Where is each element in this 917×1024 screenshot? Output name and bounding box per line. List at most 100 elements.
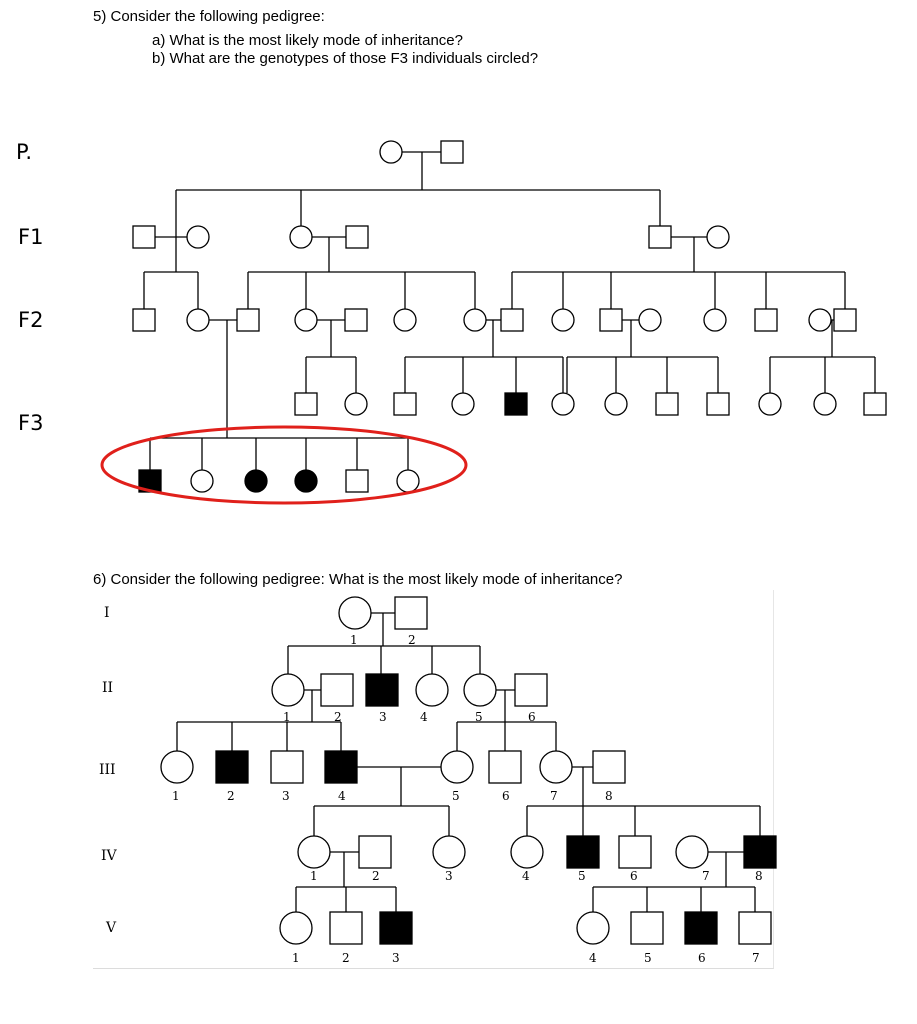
- male-unaffected: [488, 750, 522, 784]
- female-unaffected: [451, 392, 475, 416]
- female-unaffected: [186, 225, 210, 249]
- individual-number: 3: [379, 710, 387, 724]
- individual-number: 2: [342, 951, 350, 965]
- male-unaffected: [630, 911, 664, 945]
- female-affected: [244, 469, 268, 493]
- individual-number: 3: [392, 951, 400, 965]
- female-unaffected: [415, 673, 449, 707]
- female-unaffected: [344, 392, 368, 416]
- male-unaffected: [738, 911, 772, 945]
- female-unaffected: [675, 835, 709, 869]
- individual-number: 4: [338, 789, 346, 803]
- individual-number: 8: [755, 869, 763, 883]
- male-unaffected: [440, 140, 464, 164]
- individual-number: 1: [310, 869, 318, 883]
- female-unaffected: [271, 673, 305, 707]
- generation-label-iii: III: [99, 762, 116, 778]
- individual-number: 7: [752, 951, 760, 965]
- generation-label-ii: II: [102, 680, 113, 696]
- female-unaffected: [160, 750, 194, 784]
- pedigree-diagram-1: [100, 140, 887, 505]
- individual-number: 1: [292, 951, 300, 965]
- individual-number: 6: [528, 710, 536, 724]
- male-affected: [743, 835, 777, 869]
- male-unaffected: [344, 308, 368, 332]
- male-unaffected: [706, 392, 730, 416]
- male-unaffected: [592, 750, 626, 784]
- f2-generation: [132, 308, 857, 438]
- female-unaffected: [393, 308, 417, 332]
- female-unaffected: [638, 308, 662, 332]
- female-unaffected: [510, 835, 544, 869]
- individual-number: 2: [334, 710, 342, 724]
- generation-label-f2: F2: [18, 308, 44, 332]
- individual-number: 5: [475, 710, 483, 724]
- female-unaffected: [551, 308, 575, 332]
- male-unaffected: [294, 392, 318, 416]
- p-generation: [175, 140, 661, 237]
- question-5-part-b: b) What are the genotypes of those F3 in…: [152, 50, 539, 67]
- question-6-title: 6) Consider the following pedigree: What…: [93, 571, 623, 588]
- individual-number: 1: [283, 710, 291, 724]
- individual-number: 3: [445, 869, 453, 883]
- female-affected: [294, 469, 318, 493]
- generation-label-v: V: [105, 920, 117, 936]
- male-unaffected: [236, 308, 260, 332]
- male-unaffected: [329, 911, 363, 945]
- female-unaffected: [813, 392, 837, 416]
- generation-label-i: I: [104, 605, 110, 621]
- male-unaffected: [358, 835, 392, 869]
- female-unaffected: [706, 225, 730, 249]
- male-unaffected: [863, 392, 887, 416]
- generation-label-iv: IV: [101, 848, 118, 864]
- male-unaffected: [618, 835, 652, 869]
- female-unaffected: [432, 835, 466, 869]
- female-unaffected: [576, 911, 610, 945]
- individual-number: 4: [420, 710, 428, 724]
- individual-number: 4: [522, 869, 530, 883]
- male-unaffected: [345, 225, 369, 249]
- individual-number: 5: [452, 789, 460, 803]
- female-unaffected: [279, 911, 313, 945]
- male-unaffected: [394, 596, 428, 630]
- female-unaffected: [703, 308, 727, 332]
- female-unaffected: [551, 392, 575, 416]
- female-unaffected: [604, 392, 628, 416]
- individual-number: 7: [702, 869, 710, 883]
- male-unaffected: [754, 308, 778, 332]
- female-unaffected: [758, 392, 782, 416]
- male-unaffected: [132, 308, 156, 332]
- individual-number: 2: [227, 789, 235, 803]
- male-affected: [684, 911, 718, 945]
- question-5-title: 5) Consider the following pedigree:: [93, 8, 325, 25]
- individual-number: 8: [605, 789, 613, 803]
- male-unaffected: [320, 673, 354, 707]
- male-unaffected: [270, 750, 304, 784]
- male-affected: [566, 835, 600, 869]
- f1-generation: [132, 225, 730, 272]
- individual-number: 2: [408, 633, 416, 647]
- male-affected: [324, 750, 358, 784]
- male-unaffected: [500, 308, 524, 332]
- female-unaffected: [463, 673, 497, 707]
- generation-label-f1: F1: [18, 225, 44, 249]
- male-affected: [504, 392, 528, 416]
- female-unaffected: [539, 750, 573, 784]
- individual-number: 4: [589, 951, 597, 965]
- male-unaffected: [833, 308, 857, 332]
- individual-number: 6: [630, 869, 638, 883]
- male-affected: [215, 750, 249, 784]
- female-unaffected: [297, 835, 331, 869]
- individual-number: 7: [550, 789, 558, 803]
- generation-label-f3: F3: [18, 411, 44, 435]
- female-unaffected: [190, 469, 214, 493]
- male-affected: [365, 673, 399, 707]
- individual-number: 5: [578, 869, 586, 883]
- individual-number: 2: [372, 869, 380, 883]
- generation-label-p: P.: [16, 140, 33, 164]
- red-circle-highlight: [100, 425, 468, 505]
- male-unaffected: [655, 392, 679, 416]
- male-unaffected: [345, 469, 369, 493]
- male-affected: [379, 911, 413, 945]
